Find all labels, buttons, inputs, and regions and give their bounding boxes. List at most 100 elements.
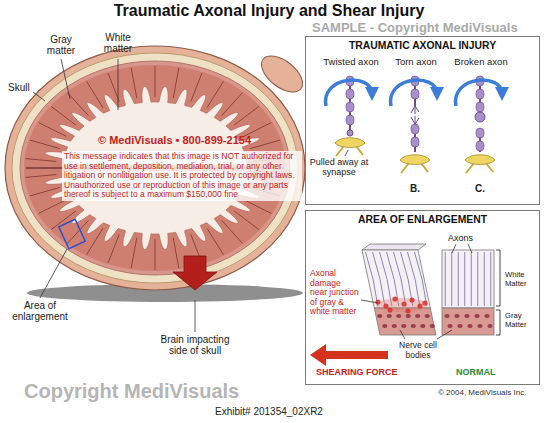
sulcus — [39, 200, 67, 214]
damage-spot — [409, 297, 414, 302]
sulcus — [67, 93, 88, 116]
axon-line — [458, 252, 459, 306]
axon-line — [445, 252, 446, 306]
cell-body — [447, 324, 452, 328]
dendrite — [466, 163, 474, 173]
sulcus — [87, 228, 103, 254]
sulcus — [222, 220, 243, 243]
cell-body — [406, 314, 411, 318]
illustration-part — [345, 150, 348, 156]
sulcus — [30, 187, 60, 195]
damage-spot — [383, 303, 388, 308]
sulcus — [108, 234, 119, 263]
panel-label: NORMAL — [456, 367, 496, 377]
panel-label: Torn axon — [386, 57, 446, 68]
sulcus — [191, 73, 202, 102]
panel-label: Axonal damage near junction of gray & wh… — [310, 269, 360, 317]
part-label: Skull — [8, 82, 30, 93]
myelin-bead — [411, 124, 419, 134]
part-label: White matter — [96, 32, 140, 54]
axon-line — [471, 252, 472, 306]
axon-line — [477, 252, 478, 306]
myelin-bead — [346, 102, 354, 112]
cell-body — [377, 314, 382, 318]
cell-body — [477, 324, 482, 328]
cell-body — [484, 314, 489, 318]
sulcus — [207, 81, 223, 107]
force-arrow — [391, 80, 437, 106]
damage-spot — [375, 299, 380, 304]
panel-label: White Matter — [505, 271, 539, 288]
title: Traumatic Axonal Injury and Shear Injury — [0, 2, 541, 20]
damage-spot — [392, 296, 397, 301]
axon-end — [347, 130, 353, 136]
damage-spot — [405, 308, 410, 313]
tissue-blocks — [310, 244, 500, 366]
sulcus — [39, 123, 67, 137]
sulcus — [222, 93, 243, 116]
cell-body — [415, 314, 420, 318]
cell-body — [454, 314, 459, 318]
axon-line — [366, 252, 378, 306]
sulcus — [26, 175, 57, 178]
synapse — [400, 155, 430, 165]
synapse — [335, 138, 365, 148]
enlargement-box — [59, 219, 85, 248]
damage-spot — [417, 303, 422, 308]
copyright-line: © 2004, MediVisuals Inc. — [438, 389, 526, 398]
illustration-part — [40, 249, 67, 298]
frayed-end — [411, 106, 415, 113]
axon-line — [484, 252, 485, 306]
damage-zone — [376, 298, 428, 312]
cell-body — [457, 324, 462, 328]
white-matter-block — [362, 250, 430, 308]
leader-lines — [33, 59, 472, 339]
gray-matter-block — [374, 308, 436, 335]
sulcus — [131, 238, 137, 268]
myelin-bead — [476, 128, 484, 138]
frayed-end — [415, 106, 419, 112]
dendrite — [486, 163, 493, 172]
panel-label: Axons — [448, 233, 473, 243]
cell-body — [430, 324, 435, 328]
sulcus — [155, 239, 156, 270]
frayed-end — [411, 117, 415, 124]
cell-body — [387, 314, 392, 318]
myelin-bead — [346, 115, 354, 125]
axon-line — [490, 252, 491, 306]
cell-body — [420, 324, 425, 328]
cell-body — [425, 314, 430, 318]
cell-body — [474, 314, 479, 318]
sulcus — [234, 107, 259, 126]
caption: Exhibit# 201354_02XR2 — [0, 406, 541, 417]
panel-label: Gray Matter — [505, 312, 539, 329]
illustration-part — [400, 330, 405, 339]
part-label: Gray matter — [40, 34, 82, 56]
panel-label: Nerve cell bodies — [394, 341, 442, 360]
dendrite — [336, 146, 344, 156]
panel-label: SHEARING FORCE — [316, 367, 398, 377]
part-label: Brain impacting side of skull — [156, 334, 234, 356]
axon-line — [451, 252, 452, 306]
damage-spot — [422, 300, 427, 305]
dendrite — [421, 163, 428, 172]
sulcus — [244, 200, 272, 214]
panel-heading: TRAUMATIC AXONAL INJURY — [306, 40, 539, 52]
dendrite — [356, 146, 363, 155]
sulcus — [30, 140, 60, 148]
illustration-part — [361, 300, 378, 303]
axon-line — [408, 252, 420, 306]
myelin-bead — [476, 89, 484, 99]
panel-label: C. — [475, 183, 485, 194]
myelin-bead — [411, 89, 419, 99]
illustration-part — [452, 244, 456, 253]
bracket — [496, 250, 500, 306]
copyright-notice: © MediVisuals • 800-899-2154 — [98, 134, 251, 146]
illustration-part — [118, 59, 119, 110]
bracket — [496, 310, 500, 335]
cell-body — [396, 314, 401, 318]
cell-body — [411, 324, 416, 328]
sulcus — [207, 228, 223, 254]
